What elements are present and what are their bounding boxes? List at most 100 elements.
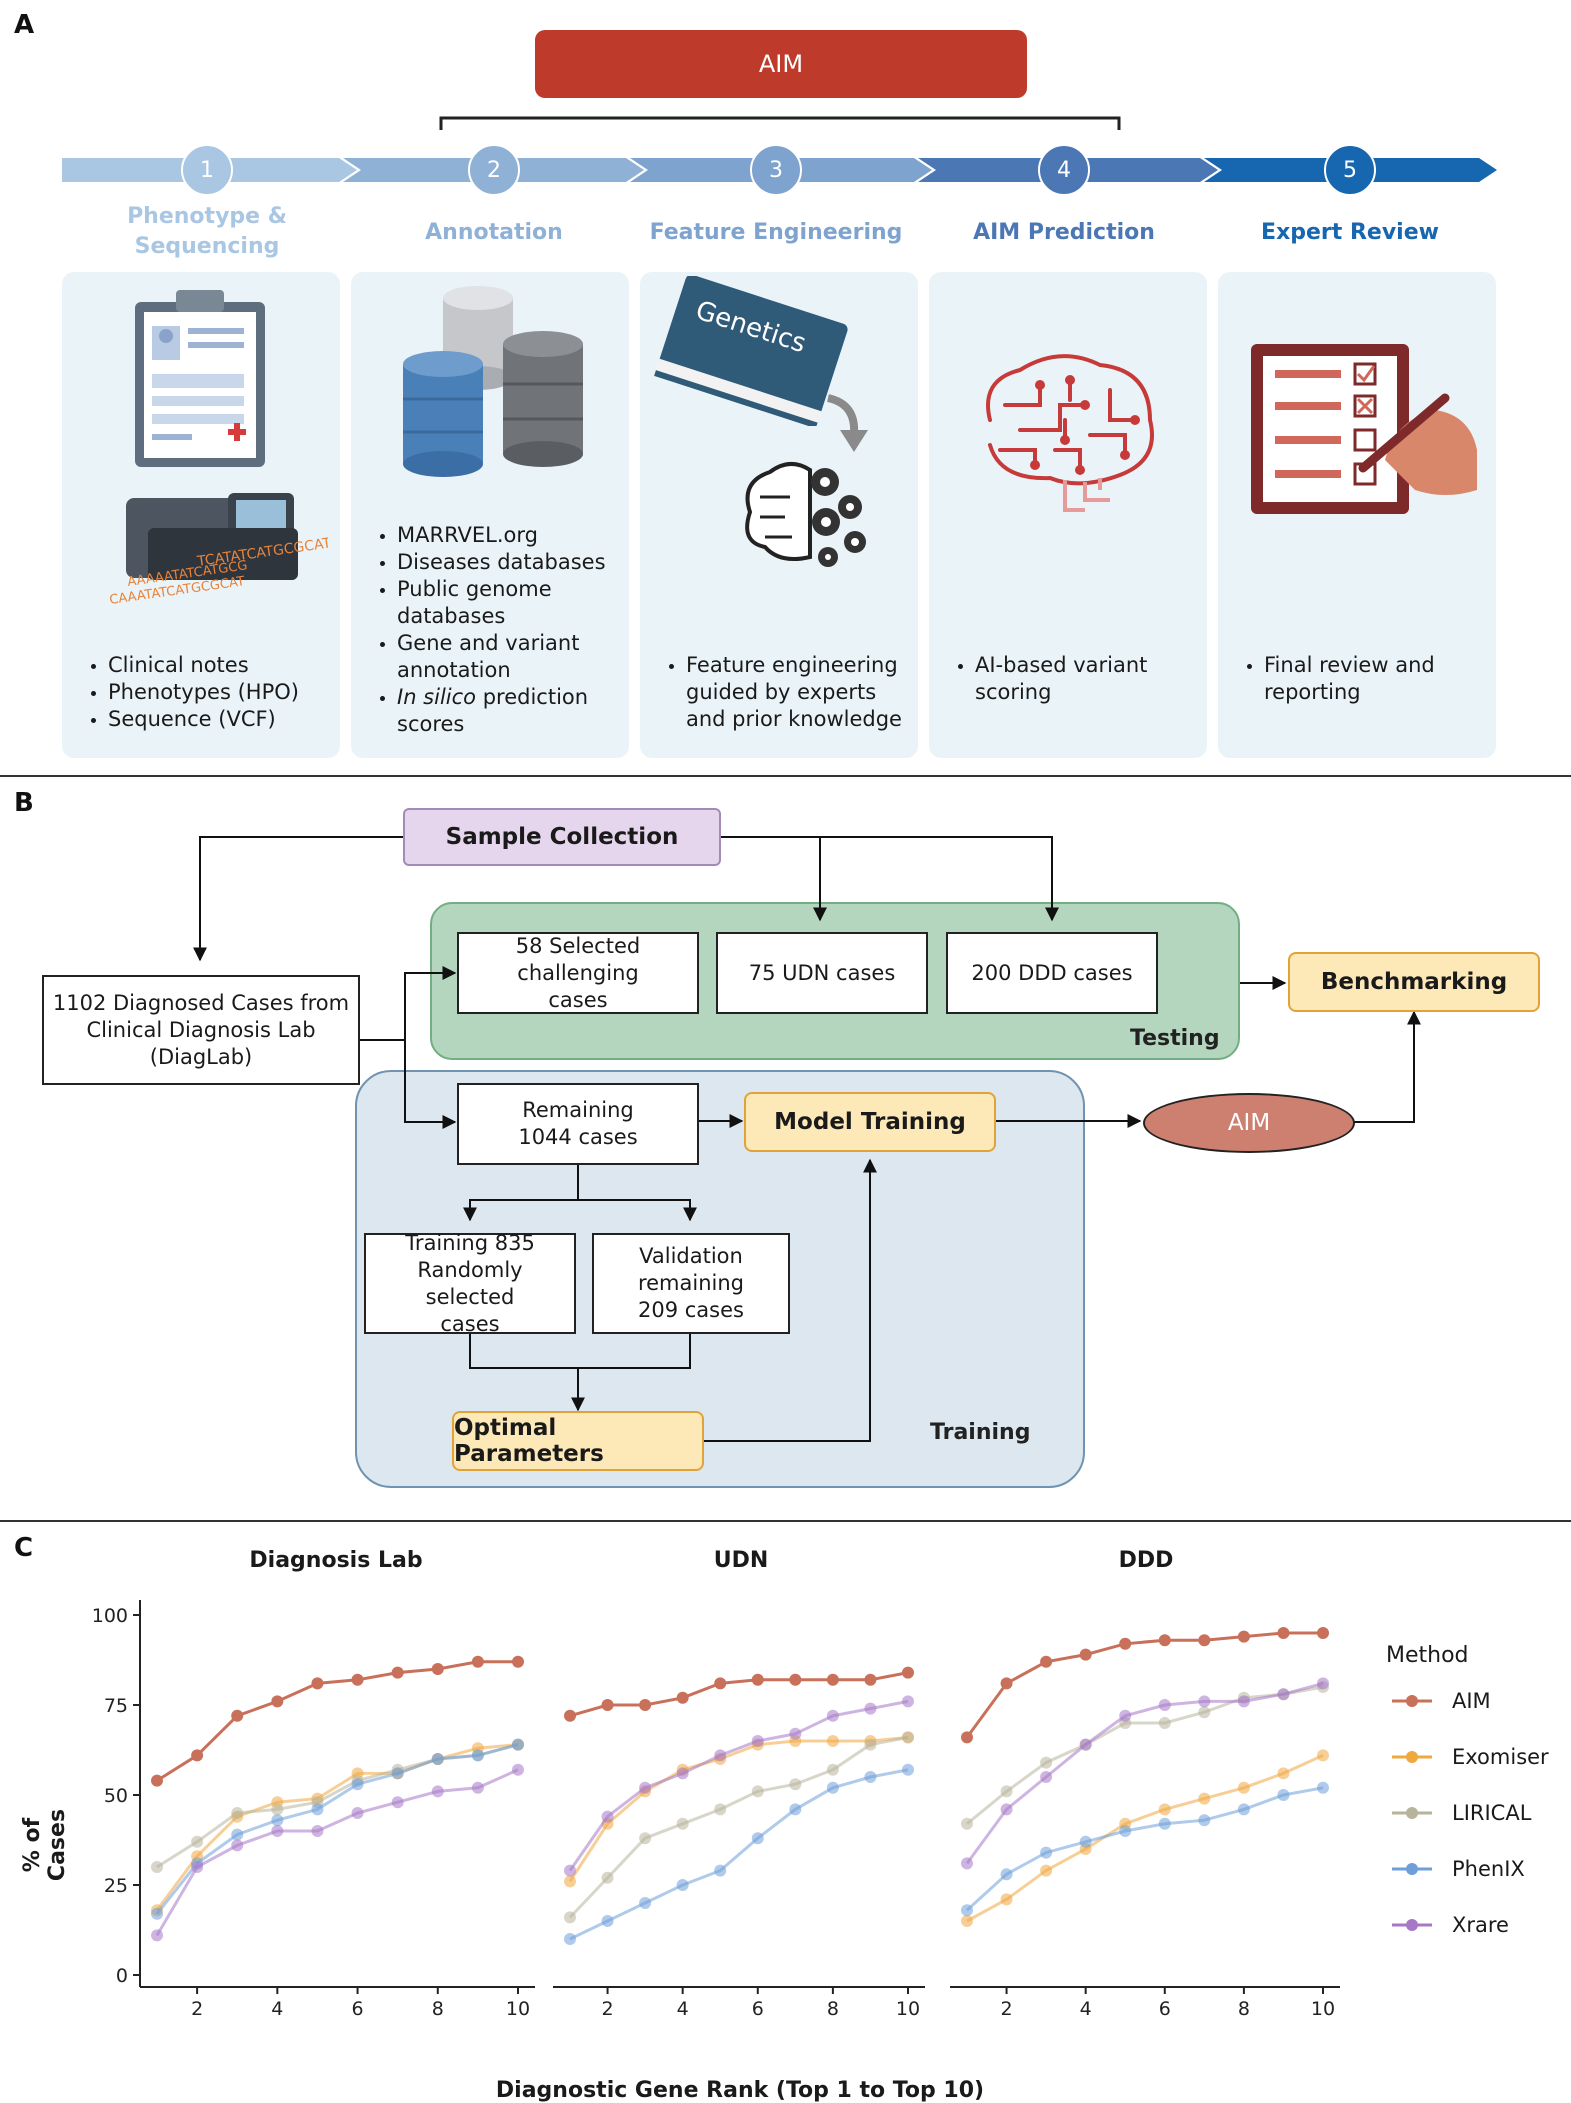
bullet-item: In silico prediction scores bbox=[397, 684, 619, 738]
x-tick-label: 4 bbox=[1080, 1998, 1092, 2020]
data-point-phenix bbox=[789, 1803, 802, 1816]
data-point-lirical bbox=[564, 1911, 576, 1924]
step-bullets: Feature engineering guided by experts an… bbox=[668, 652, 908, 733]
data-point-phenix bbox=[1158, 1817, 1171, 1830]
data-point-aim bbox=[391, 1666, 404, 1679]
legend-swatch bbox=[1392, 1695, 1432, 1707]
x-tick-label: 2 bbox=[191, 1998, 203, 2020]
x-tick-label: 10 bbox=[1311, 1998, 1335, 2020]
data-point-lirical bbox=[1040, 1756, 1053, 1769]
data-point-xrare bbox=[1237, 1695, 1250, 1708]
bullet-item: Phenotypes (HPO) bbox=[108, 679, 330, 706]
data-point-xrare bbox=[351, 1807, 364, 1819]
benchmarking-box: Benchmarking bbox=[1288, 952, 1540, 1012]
data-point-aim bbox=[902, 1666, 914, 1679]
legend-label: PhenIX bbox=[1452, 1857, 1525, 1881]
data-point-lirical bbox=[864, 1738, 877, 1751]
legend-label: Xrare bbox=[1452, 1913, 1509, 1937]
optimal-parameters-box: Optimal Parameters bbox=[452, 1411, 704, 1471]
data-point-xrare bbox=[751, 1735, 764, 1747]
step-label-1: Phenotype & Sequencing bbox=[67, 202, 347, 262]
data-point-exomiser bbox=[1237, 1781, 1250, 1794]
legend-label: Exomiser bbox=[1452, 1745, 1549, 1769]
step-label-line: Sequencing bbox=[134, 234, 280, 259]
y-tick-label: 0 bbox=[116, 1965, 128, 1987]
data-point-aim bbox=[1000, 1677, 1013, 1690]
data-point-exomiser bbox=[1000, 1893, 1013, 1906]
series-line-xrare bbox=[155, 1768, 519, 1937]
data-point-lirical bbox=[639, 1832, 652, 1845]
step-bullets: AI-based variant scoring bbox=[957, 652, 1197, 706]
x-tick-label: 6 bbox=[752, 1998, 764, 2020]
y-tick-label: 25 bbox=[104, 1875, 128, 1897]
data-point-xrare bbox=[864, 1702, 877, 1715]
sample-collection-box: Sample Collection bbox=[403, 808, 721, 866]
legend-item-xrare: Xrare bbox=[1390, 1909, 1509, 1941]
data-point-phenix bbox=[1317, 1781, 1329, 1794]
ddd-cases-box: 200 DDD cases bbox=[946, 932, 1158, 1014]
data-point-xrare bbox=[1119, 1709, 1132, 1722]
data-point-phenix bbox=[564, 1933, 576, 1945]
legend-label: AIM bbox=[1452, 1689, 1491, 1713]
data-point-phenix bbox=[714, 1864, 727, 1877]
data-point-lirical bbox=[1158, 1717, 1171, 1729]
divider-bc bbox=[0, 1520, 1571, 1522]
chart-title-ddd: DDD bbox=[1118, 1548, 1174, 1573]
ai-brain-icon bbox=[986, 354, 1154, 512]
data-point-lirical bbox=[151, 1861, 163, 1873]
data-point-xrare bbox=[271, 1825, 284, 1837]
data-point-lirical bbox=[714, 1803, 727, 1816]
brain-gears-icon bbox=[745, 462, 866, 567]
data-point-exomiser bbox=[1198, 1792, 1211, 1805]
data-point-aim bbox=[1198, 1634, 1211, 1647]
data-point-lirical bbox=[231, 1807, 244, 1819]
step-bullets: Clinical notesPhenotypes (HPO)Sequence (… bbox=[90, 652, 330, 733]
divider-ab bbox=[0, 775, 1571, 777]
x-tick-label: 2 bbox=[1001, 1998, 1013, 2020]
chart-title-udn: UDN bbox=[713, 1548, 769, 1573]
data-point-xrare bbox=[151, 1929, 163, 1942]
data-point-xrare bbox=[231, 1839, 244, 1852]
testing-label: Testing bbox=[1130, 1026, 1220, 1051]
data-point-phenix bbox=[639, 1897, 652, 1909]
series-line-lirical bbox=[568, 1735, 909, 1919]
data-point-xrare bbox=[789, 1727, 802, 1740]
data-point-xrare bbox=[639, 1781, 652, 1794]
step-label-line: Expert Review bbox=[1261, 220, 1439, 245]
selected-cases-box: 58 Selected challenging cases bbox=[457, 932, 699, 1014]
series-line-aim bbox=[156, 1660, 518, 1782]
data-point-xrare bbox=[471, 1781, 484, 1794]
step-label-line: Phenotype & bbox=[127, 204, 287, 229]
data-point-exomiser bbox=[1158, 1803, 1171, 1816]
data-point-xrare bbox=[311, 1825, 324, 1837]
x-tick-label: 2 bbox=[602, 1998, 614, 2020]
legend-item-phenix: PhenIX bbox=[1390, 1853, 1525, 1885]
data-point-phenix bbox=[431, 1753, 444, 1765]
data-point-aim bbox=[789, 1673, 802, 1686]
series-line-lirical bbox=[156, 1743, 519, 1869]
data-point-aim bbox=[1158, 1634, 1171, 1647]
data-point-phenix bbox=[1198, 1814, 1211, 1827]
data-point-lirical bbox=[902, 1731, 914, 1744]
series-line-phenix bbox=[155, 1743, 519, 1915]
data-point-phenix bbox=[902, 1763, 914, 1776]
flow-connectors bbox=[193, 836, 1421, 1442]
series-line-lirical bbox=[966, 1685, 1324, 1825]
diagnosed-cases-box: 1102 Diagnosed Cases from Clinical Diagn… bbox=[42, 975, 360, 1085]
database-icon bbox=[403, 286, 583, 477]
data-point-phenix bbox=[512, 1738, 524, 1751]
data-point-lirical bbox=[1198, 1706, 1211, 1719]
chart-title-diagnosis-lab: Diagnosis Lab bbox=[249, 1548, 423, 1573]
data-point-aim bbox=[151, 1774, 163, 1787]
data-point-phenix bbox=[676, 1879, 689, 1891]
data-point-aim bbox=[431, 1663, 444, 1675]
data-point-aim bbox=[512, 1655, 524, 1668]
panel-a-letter: A bbox=[14, 10, 35, 40]
training-set-box: Training 835 Randomly selected cases bbox=[364, 1231, 576, 1336]
step-card-4: AI-based variant scoring bbox=[929, 272, 1207, 758]
sequencer-icon: TCATATCATGCGCAT AAAAATATCATGCG CAAATATCA… bbox=[108, 493, 328, 608]
data-point-phenix bbox=[1079, 1835, 1092, 1848]
panel-c-letter: C bbox=[14, 1533, 34, 1563]
curved-arrow-icon bbox=[826, 394, 868, 452]
series-line-phenix bbox=[569, 1768, 909, 1941]
